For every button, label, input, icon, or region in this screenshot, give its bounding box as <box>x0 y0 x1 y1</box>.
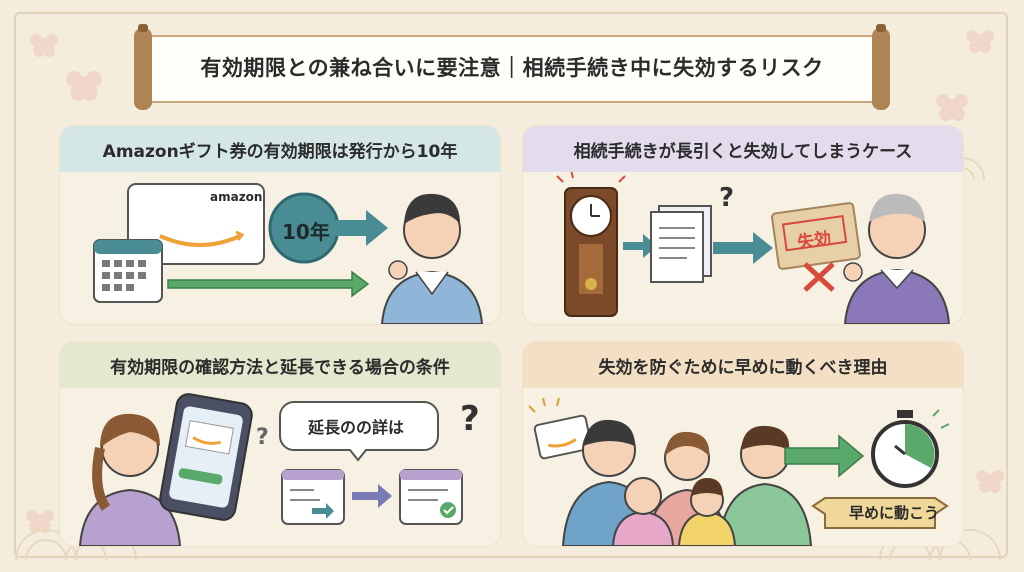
sakura-icon <box>66 71 102 101</box>
amazon-smile-icon <box>159 234 241 247</box>
page-frame <box>14 12 1008 558</box>
arrow-right-icon <box>167 270 370 298</box>
close-icon <box>803 262 835 292</box>
panel-3-illustration: ? ? <box>78 393 480 546</box>
years-badge-label: 10年 <box>282 220 330 244</box>
speech-bubble-text: 延長のの詳は <box>308 418 405 437</box>
thinking-man <box>380 193 484 324</box>
speech-bubble <box>279 401 439 462</box>
panel-long-procedure: 相続手続きが長引くと失効してしまうケース ? <box>523 126 963 324</box>
question-mark-icon: ? <box>256 425 269 450</box>
form-card-icon <box>281 469 345 525</box>
form-check-icon <box>399 469 463 525</box>
sakura-icon <box>30 34 58 57</box>
grandfather-clock-icon <box>556 172 626 317</box>
stamp-label: 失効 <box>796 228 833 254</box>
elderly-man <box>843 193 951 324</box>
panel-heading: 有効期限の確認方法と延長できる場合の条件 <box>60 342 500 388</box>
arrow-right-icon <box>336 210 388 246</box>
panel-heading: Amazonギフト券の有効期限は発行から10年 <box>60 126 500 172</box>
expired-stamp <box>771 202 861 270</box>
documents-icon <box>650 205 712 283</box>
question-mark-icon: ? <box>460 399 480 439</box>
panel-validity: Amazonギフト券の有効期限は発行から10年 amazon 10年 <box>60 126 500 324</box>
sakura-icon <box>966 30 994 53</box>
sakura-icon <box>976 470 1004 493</box>
woman-with-phone <box>78 413 182 546</box>
panel-heading: 失効を防ぐために早めに動くべき理由 <box>523 342 963 388</box>
calendar-icon <box>93 239 163 303</box>
page-title: 有効期限との兼ね合いに要注意｜相続手続き中に失効するリスク <box>200 56 824 80</box>
panel-1-illustration <box>93 183 484 324</box>
card-brand-label: amazon <box>210 190 263 204</box>
arrow-right-icon <box>623 234 657 258</box>
panel-act-early: 失効を防ぐために早めに動くべき理由 <box>523 342 963 546</box>
panel-4-illustration <box>528 397 950 546</box>
panel-2-illustration: ? <box>556 172 951 324</box>
smartphone-icon <box>159 393 253 521</box>
arrow-right-icon <box>713 232 773 264</box>
arrow-right-icon <box>784 434 865 478</box>
ribbon-banner <box>811 497 949 529</box>
sakura-icon <box>936 94 968 121</box>
title-scroll <box>134 24 890 110</box>
ribbon-label: 早めに動こう <box>849 504 940 522</box>
panel-heading: 相続手続きが長引くと失効してしまうケース <box>523 126 963 172</box>
gift-card-icon <box>528 397 593 460</box>
family-illustration <box>561 419 813 546</box>
arrow-right-icon <box>352 484 392 508</box>
question-mark-icon: ? <box>719 183 734 213</box>
panel-check-method: 有効期限の確認方法と延長できる場合の条件 ? ? <box>60 342 500 546</box>
stopwatch-icon <box>871 409 950 488</box>
